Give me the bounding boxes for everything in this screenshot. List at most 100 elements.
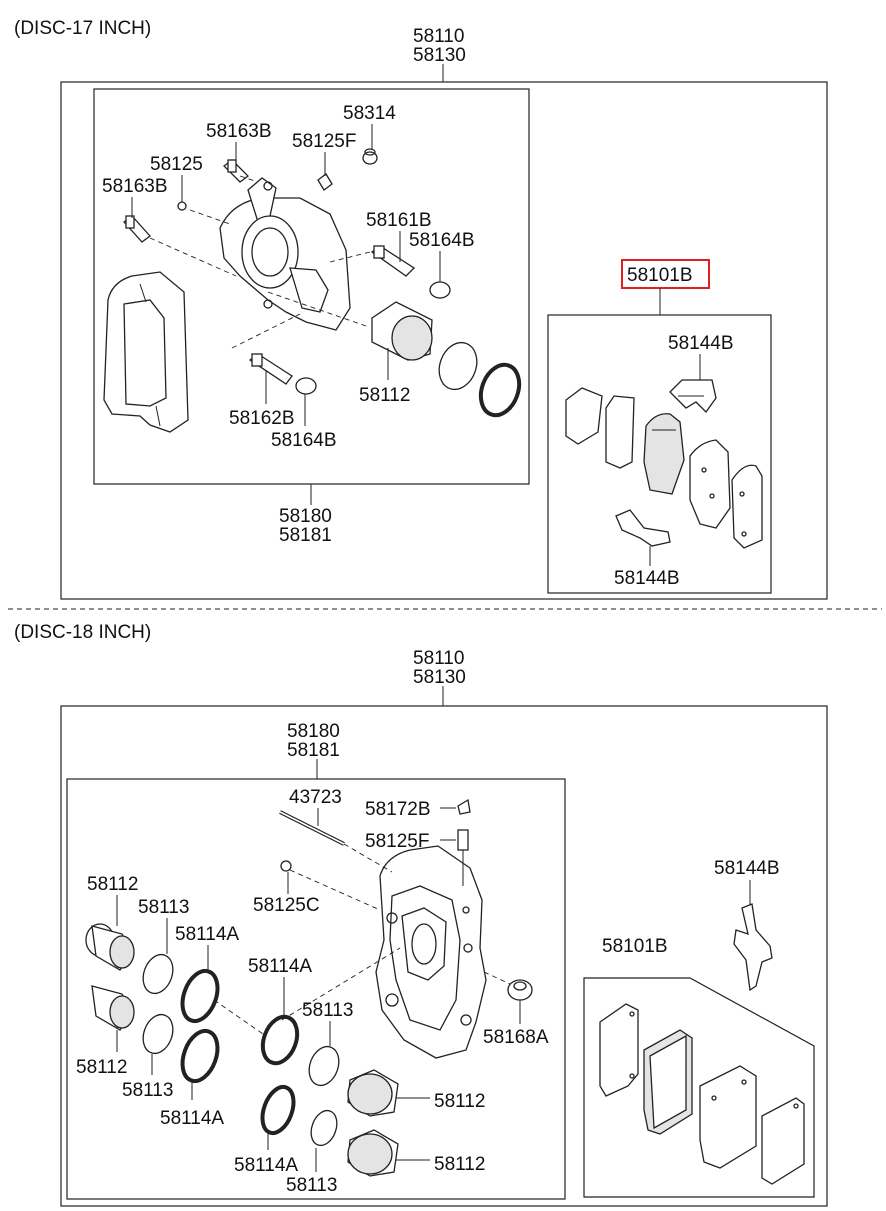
- seal-58113-b-part[interactable]: [138, 1010, 178, 1057]
- anti-rattle-clip-disc18-part[interactable]: [733, 903, 773, 992]
- brake-pad-outer-part[interactable]: [689, 439, 731, 529]
- label-58162b[interactable]: 58162B: [229, 408, 295, 429]
- label-58163b-top[interactable]: 58163B: [206, 121, 272, 142]
- boot-58114a-mid-part[interactable]: [257, 1012, 303, 1068]
- pad-shim-disc18-right-part[interactable]: [761, 1097, 805, 1185]
- label-58144b-clip-bottom[interactable]: 58144B: [614, 568, 680, 589]
- section-title-disc-18: (DISC-18 INCH): [14, 622, 151, 643]
- label-58180-disc17[interactable]: 58180: [279, 506, 332, 527]
- pin-58161b-part[interactable]: [370, 245, 416, 277]
- caliper-housing-4piston-part[interactable]: [375, 845, 487, 1059]
- label-58114a-b[interactable]: 58114A: [248, 956, 312, 977]
- label-58172b[interactable]: 58172B: [365, 799, 431, 820]
- label-58181-disc18[interactable]: 58181: [287, 740, 340, 761]
- label-58125c[interactable]: 58125C: [253, 895, 320, 916]
- label-58112-b[interactable]: 58112: [76, 1057, 127, 1078]
- label-58168a[interactable]: 58168A: [483, 1027, 549, 1048]
- bleeder-58125f-disc18-part[interactable]: [457, 829, 469, 886]
- label-58144b-clip-top[interactable]: 58144B: [668, 333, 734, 354]
- caliper-housing-part[interactable]: [219, 177, 351, 331]
- seal-58113-mid-part[interactable]: [304, 1042, 344, 1089]
- pad-shim-disc18-left-part[interactable]: [599, 1003, 639, 1097]
- pin-58162b-part[interactable]: [248, 353, 293, 385]
- caliper-bracket-part[interactable]: [103, 271, 189, 433]
- label-58164b-right[interactable]: 58164B: [409, 230, 475, 251]
- anti-rattle-clip-bottom-part[interactable]: [615, 509, 671, 547]
- pad-shim-right-part[interactable]: [731, 464, 763, 549]
- label-58164b-bottom[interactable]: 58164B: [271, 430, 337, 451]
- seal-ring-part[interactable]: [433, 337, 483, 394]
- label-58110-disc18[interactable]: 58110: [413, 648, 464, 669]
- piston-58112-b-part[interactable]: [91, 985, 135, 1031]
- brake-pad-disc18-outer-part[interactable]: [699, 1065, 757, 1169]
- label-58112-a[interactable]: 58112: [87, 874, 138, 895]
- label-58114a-a[interactable]: 58114A: [175, 924, 239, 945]
- seal-58113-lower-part[interactable]: [307, 1107, 342, 1149]
- assembly-frame-disc18: [60, 705, 828, 1207]
- label-58125f-disc18[interactable]: 58125F: [365, 831, 429, 852]
- label-58144b-disc18[interactable]: 58144B: [714, 858, 780, 879]
- assembly-line: [213, 999, 267, 1037]
- piston-58112-a-part[interactable]: [85, 923, 135, 971]
- cap-58172b-part[interactable]: [457, 798, 471, 815]
- label-58314[interactable]: 58314: [343, 103, 396, 124]
- pin-43723-part[interactable]: [279, 810, 345, 846]
- piston-58112-part[interactable]: [371, 301, 433, 361]
- label-58113-a[interactable]: 58113: [138, 897, 189, 918]
- label-58181-disc17[interactable]: 58181: [279, 525, 332, 546]
- label-58125f[interactable]: 58125F: [292, 131, 356, 152]
- label-58114a-c[interactable]: 58114A: [160, 1108, 224, 1129]
- pad-kit-box-disc17: [547, 314, 772, 594]
- seal-58113-a-part[interactable]: [138, 950, 178, 997]
- cap-58314-part[interactable]: [362, 148, 378, 165]
- section-title-disc-17: (DISC-17 INCH): [14, 18, 151, 39]
- label-58101b-disc17[interactable]: 58101B: [627, 265, 693, 286]
- assembly-line: [483, 971, 511, 985]
- bolt-58163b-left-part[interactable]: [123, 215, 151, 243]
- label-58130-disc18[interactable]: 58130: [413, 667, 466, 688]
- label-58101b-disc18[interactable]: 58101B: [602, 936, 668, 957]
- label-58130-disc17[interactable]: 58130: [413, 45, 466, 66]
- caliper-box-disc18: [66, 778, 566, 1200]
- boot-58164b-bottom-part[interactable]: [295, 377, 317, 395]
- bleeder-58125f-part[interactable]: [317, 173, 333, 191]
- cap-58125c-part[interactable]: [280, 860, 292, 872]
- boot-58114a-b-part[interactable]: [176, 1026, 224, 1086]
- assembly-line: [289, 869, 381, 911]
- boot-58164b-right-part[interactable]: [429, 281, 451, 299]
- label-58110-disc17[interactable]: 58110: [413, 26, 464, 47]
- brake-pad-inner-part[interactable]: [643, 413, 685, 495]
- label-58113-c[interactable]: 58113: [122, 1080, 173, 1101]
- piston-58112-c-part[interactable]: [347, 1069, 399, 1117]
- label-58113-d[interactable]: 58113: [286, 1175, 337, 1196]
- anti-rattle-clip-top-part[interactable]: [669, 379, 717, 414]
- section-disc-18: (DISC-18 INCH) 58110 58130 58180 58181: [14, 622, 828, 1207]
- brake-pad-disc18-inner-part[interactable]: [643, 1029, 693, 1135]
- label-58113-b[interactable]: 58113: [302, 1000, 353, 1021]
- label-58112-c[interactable]: 58112: [434, 1091, 485, 1112]
- dust-boot-part[interactable]: [474, 359, 526, 420]
- pad-shim-left-part[interactable]: [565, 387, 603, 445]
- cap-58125-part[interactable]: [177, 201, 187, 211]
- assembly-line: [149, 237, 237, 277]
- label-58161b[interactable]: 58161B: [366, 210, 432, 231]
- bolt-58163b-top-part[interactable]: [223, 159, 249, 183]
- label-58125[interactable]: 58125: [150, 154, 203, 175]
- label-43723[interactable]: 43723: [289, 787, 342, 808]
- assembly-line: [343, 843, 393, 873]
- boot-58114a-a-part[interactable]: [176, 966, 224, 1026]
- label-58112-d[interactable]: 58112: [434, 1154, 485, 1175]
- plug-58168a-part[interactable]: [507, 979, 533, 1001]
- pad-shim-mid-part[interactable]: [605, 395, 635, 469]
- label-58114a-d[interactable]: 58114A: [234, 1155, 298, 1176]
- piston-58112-d-part[interactable]: [347, 1129, 399, 1177]
- pad-kit-highlight: [621, 259, 710, 289]
- assembly-line: [239, 175, 259, 183]
- label-58163b-left[interactable]: 58163B: [102, 176, 168, 197]
- label-58112-disc17[interactable]: 58112: [359, 385, 410, 406]
- assembly-line: [329, 251, 371, 263]
- pad-kit-box-disc18: [583, 977, 815, 1198]
- boot-58114a-lower-part[interactable]: [257, 1083, 300, 1138]
- label-58180-disc18[interactable]: 58180: [287, 721, 340, 742]
